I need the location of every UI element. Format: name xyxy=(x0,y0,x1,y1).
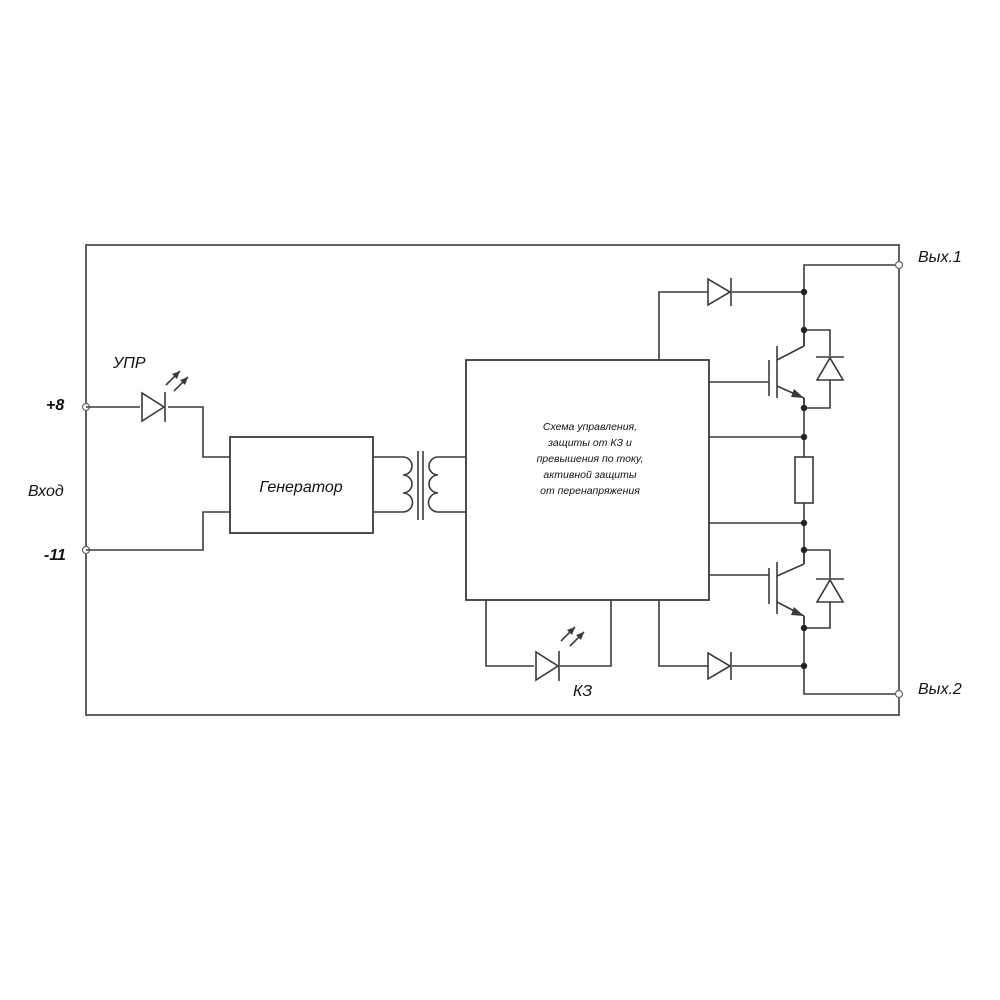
label-plus8: +8 xyxy=(46,397,64,414)
label-upr: УПР xyxy=(112,355,146,372)
label-vhod: Вход xyxy=(28,483,64,500)
label-out1: Вых.1 xyxy=(918,249,962,266)
label-kz: КЗ xyxy=(573,683,592,700)
control-line: превышения по току, xyxy=(537,453,644,465)
generator-block xyxy=(229,436,374,534)
upper-driver-diode xyxy=(658,277,804,360)
label-minus11: -11 xyxy=(44,547,66,564)
label-out2: Вых.2 xyxy=(918,681,962,698)
terminal-out2 xyxy=(894,689,904,699)
control-block-text: Схема управления, защиты от КЗ и превыше… xyxy=(537,421,644,497)
control-line: защиты от КЗ и xyxy=(547,437,632,449)
lower-igbt xyxy=(709,549,845,629)
sense-resistor xyxy=(794,437,814,523)
upper-igbt xyxy=(709,329,845,409)
control-line: Схема управления, xyxy=(543,421,637,433)
input-wiring xyxy=(86,406,230,551)
control-protection-block xyxy=(465,359,710,601)
transformer xyxy=(373,451,466,520)
label-generator: Генератор xyxy=(259,479,342,496)
terminal-out1 xyxy=(894,260,904,270)
control-line: активной защиты xyxy=(543,469,636,481)
lower-driver-diode xyxy=(658,600,804,681)
kz-led xyxy=(485,600,612,682)
control-line: от перенапряжения xyxy=(540,485,640,497)
upr-led xyxy=(141,370,189,423)
junction-dots xyxy=(800,288,808,670)
module-enclosure xyxy=(85,244,900,716)
